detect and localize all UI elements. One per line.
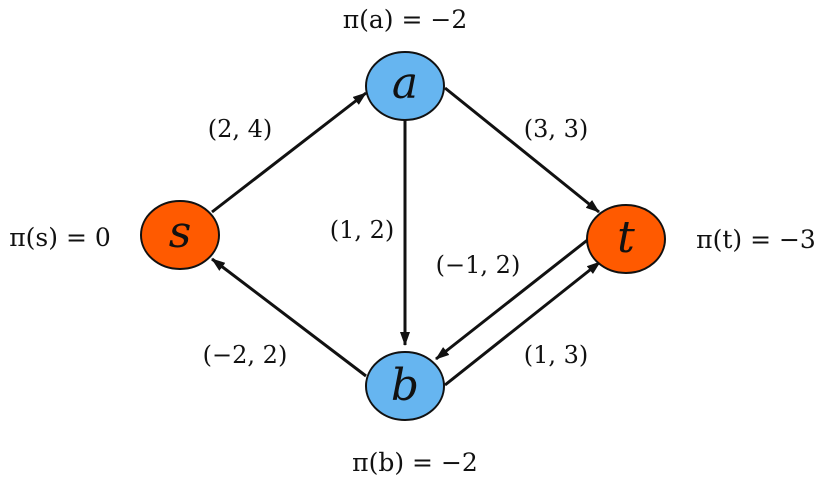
edge-label-s-a: (2, 4) [208, 115, 273, 143]
potential-a: π(a) = −2 [343, 5, 468, 34]
edge-label-b-t: (1, 3) [524, 341, 589, 369]
edge-t-b [435, 236, 591, 361]
edge-b-s [211, 257, 367, 378]
potential-t: π(t) = −3 [696, 225, 816, 254]
edge-b-t [444, 260, 601, 387]
node-a-circle [365, 51, 445, 121]
node-b-label: b [391, 360, 419, 411]
edge-label-b-s: (−2, 2) [203, 341, 288, 369]
node-s: s [140, 200, 220, 270]
node-t-label: t [617, 212, 635, 263]
edge-label-a-t: (3, 3) [524, 115, 589, 143]
node-b: b [365, 351, 445, 421]
node-s-label: s [169, 207, 192, 258]
potential-s: π(s) = 0 [9, 223, 111, 252]
edge-s-a [211, 91, 367, 214]
edge-label-a-b: (1, 2) [330, 216, 395, 244]
node-t: t [586, 204, 666, 274]
edge-label-t-b: (−1, 2) [436, 251, 521, 279]
node-a-label: a [392, 58, 418, 109]
node-a: a [365, 51, 445, 121]
node-t-circle [586, 204, 666, 274]
edges [211, 86, 601, 387]
potential-b: π(b) = −2 [352, 448, 478, 477]
edge-a-t [444, 86, 600, 214]
node-s-circle [140, 200, 220, 270]
node-b-circle [365, 351, 445, 421]
